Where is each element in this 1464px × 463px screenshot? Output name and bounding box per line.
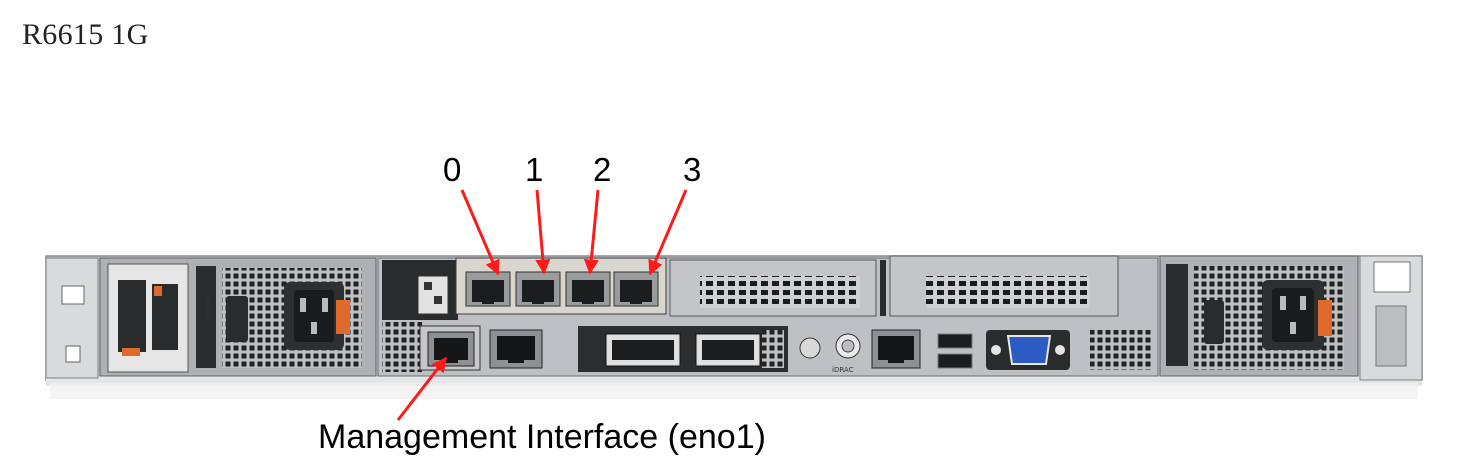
quad-port-nic-card: [455, 257, 667, 315]
arrow-port-3: [648, 189, 688, 276]
nic-port-1: [515, 271, 561, 307]
vga-port-icon: [986, 330, 1070, 370]
power-socket-icon-right: [1204, 280, 1332, 350]
arrow-port-0: [460, 189, 500, 276]
management-port-eno1: [427, 331, 475, 367]
pcie-slot-icon: [669, 259, 886, 317]
left-power-supply: 1800W: [99, 257, 377, 377]
idrac-rj45-port: [871, 329, 921, 369]
left-io-block: [382, 260, 458, 372]
arrow-port-1: [535, 189, 551, 275]
left-rack-ear: [45, 257, 99, 379]
lower-io-row: iDRAC: [419, 325, 1152, 374]
pcie-slot-2: [889, 255, 1119, 317]
idrac-label: iDRAC: [832, 366, 854, 374]
port-label-2: 2: [593, 151, 611, 188]
nic-port-0: [465, 271, 511, 307]
page-title: R6615 1G: [22, 18, 149, 51]
arrow-management-interface: [396, 356, 448, 421]
rj45-port-icon: [489, 329, 543, 369]
arrow-port-2: [583, 189, 600, 275]
right-rack-ear: [1359, 255, 1423, 381]
nic-port-3: [613, 271, 659, 307]
port-label-3: 3: [683, 151, 701, 188]
nic-port-2: [565, 271, 611, 307]
usb-port-icon: [937, 333, 973, 369]
power-socket-icon: [226, 282, 350, 350]
right-power-supply: [1159, 255, 1359, 377]
psu-rating-label: 1800W: [204, 294, 212, 319]
port-label-1: 1: [525, 151, 543, 188]
management-interface-caption: Management Interface (eno1): [318, 418, 766, 456]
port-label-0: 0: [443, 151, 461, 188]
